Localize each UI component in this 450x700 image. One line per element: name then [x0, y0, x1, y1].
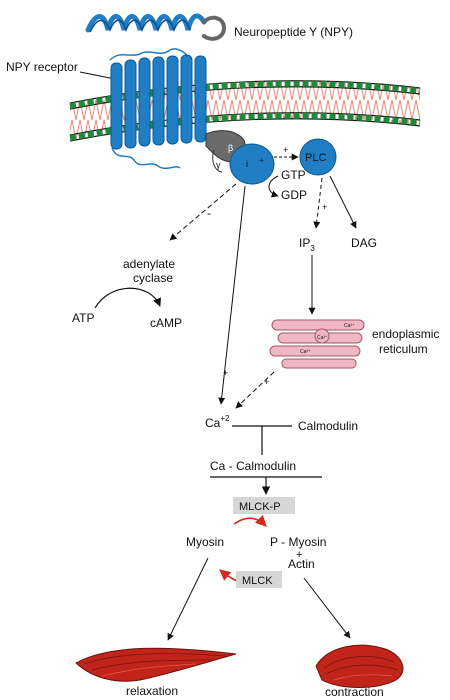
g-to-ac-arrow — [169, 183, 237, 241]
er-ca-3: Ca²⁺ — [300, 349, 311, 355]
er-label-line2: reticulum — [379, 342, 428, 356]
plc-label: PLC — [305, 152, 326, 164]
npy-helix — [85, 13, 227, 41]
cyclase-label: cyclase — [133, 271, 173, 285]
g-beta-label: β — [228, 143, 233, 153]
contracted-muscle — [315, 644, 404, 688]
plc-to-ip3-arrow — [313, 177, 323, 229]
g-to-ca-arrow — [218, 185, 246, 405]
npy-receptor-label: NPY receptor — [6, 60, 78, 74]
er-label-line1: endoplasmic — [372, 327, 439, 341]
mlck-label: MLCK — [242, 575, 273, 587]
relaxation-label: relaxation — [126, 684, 178, 698]
to-contraction-arrow — [303, 577, 351, 639]
g-gamma-label: γ — [216, 160, 221, 170]
g-alpha-label: i — [246, 159, 248, 169]
actin-label: Actin — [288, 557, 315, 571]
calmodulin-label: Calmodulin — [298, 419, 358, 433]
g-alpha-plus: + — [259, 156, 264, 165]
p-myosin-label: P - Myosin — [270, 535, 326, 549]
plc-enzyme — [299, 138, 337, 176]
gtp-gdp-arrow — [268, 175, 279, 198]
er-ca-1: Ca²⁺ — [344, 323, 355, 329]
contraction-label: contraction — [325, 685, 384, 699]
atp-label: ATP — [72, 311, 94, 325]
camp-label: cAMP — [150, 316, 182, 330]
atp-camp-arrow — [94, 287, 161, 309]
er-to-ca-arrow — [235, 371, 275, 409]
mlck-p-box — [233, 497, 295, 514]
plus-label: + — [296, 549, 302, 561]
npy-label: Neuropeptide Y (NPY) — [234, 25, 353, 39]
plc-to-dag-arrow — [329, 175, 357, 229]
g-to-plc-sign: + — [283, 145, 288, 155]
npy-receptor — [109, 48, 207, 170]
myosin-phosphorylation-arrow — [233, 514, 267, 527]
gdp-label: GDP — [281, 188, 307, 202]
g-protein — [205, 130, 275, 185]
myosin-label: Myosin — [186, 535, 224, 549]
g-to-ac-sign: - — [207, 206, 211, 220]
dag-label: DAG — [351, 236, 377, 250]
ca-calmodulin-label: Ca - Calmodulin — [210, 459, 296, 473]
mlck-box — [236, 571, 282, 588]
er-ca-2: Ca²⁺ — [317, 335, 328, 341]
to-relaxation-arrow — [167, 557, 209, 641]
ip3-label: IP3 — [299, 236, 315, 253]
plc-to-ip3-sign: + — [322, 202, 327, 212]
adenylate-label: adenylate — [123, 257, 175, 271]
er-to-ca-sign: + — [264, 377, 269, 387]
endoplasmic-reticulum — [269, 319, 365, 369]
mlck-p-label: MLCK-P — [239, 501, 281, 513]
relaxed-muscle — [75, 647, 237, 682]
g-to-ca-sign: + — [223, 368, 228, 378]
gtp-label: GTP — [281, 168, 306, 182]
ca-label: Ca+2 — [205, 414, 230, 430]
